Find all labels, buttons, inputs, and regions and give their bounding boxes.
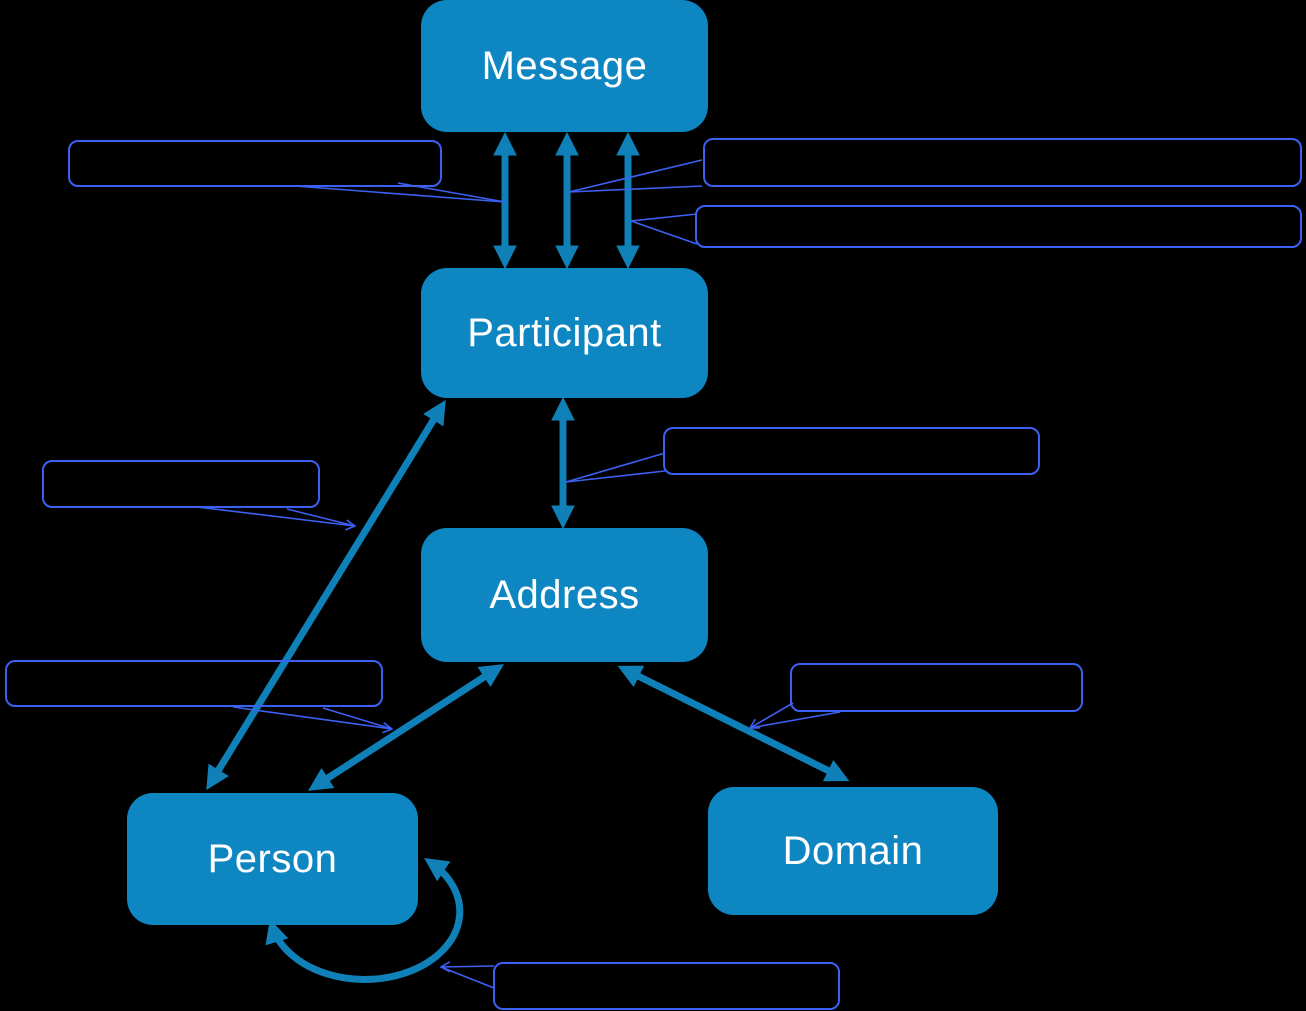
callout-leader-person-participant <box>196 506 355 526</box>
callout-top-left <box>68 140 442 187</box>
node-address: Address <box>421 528 708 662</box>
callout-person-address <box>5 660 383 707</box>
edge-address-domain <box>617 665 850 782</box>
edge-person-participant <box>206 399 446 791</box>
callout-leader-top-right-1 <box>568 159 703 193</box>
node-address-label: Address <box>489 572 640 617</box>
node-domain: Domain <box>708 787 998 915</box>
callout-leader-person-loop <box>441 966 495 989</box>
callout-top-right-2 <box>695 205 1302 248</box>
callout-person-participant <box>42 460 320 508</box>
node-person: Person <box>127 793 418 925</box>
callout-leader-top-right-2 <box>630 213 698 245</box>
callout-leader-participant-address <box>565 452 666 483</box>
callout-address-domain <box>790 663 1083 712</box>
node-person-label: Person <box>207 836 338 881</box>
callout-person-loop <box>493 962 840 1010</box>
callout-leader-person-address <box>232 706 392 729</box>
node-message-label: Message <box>481 43 648 88</box>
edge-person-address <box>308 664 504 791</box>
node-participant-label: Participant <box>467 310 662 355</box>
node-message: Message <box>421 0 708 132</box>
node-participant: Participant <box>421 268 708 398</box>
callout-leader-address-domain <box>750 702 841 728</box>
edge-person-self-loop <box>265 857 464 983</box>
node-domain-label: Domain <box>782 828 924 873</box>
callout-participant-address <box>663 427 1040 475</box>
callout-top-right-1 <box>703 138 1302 187</box>
